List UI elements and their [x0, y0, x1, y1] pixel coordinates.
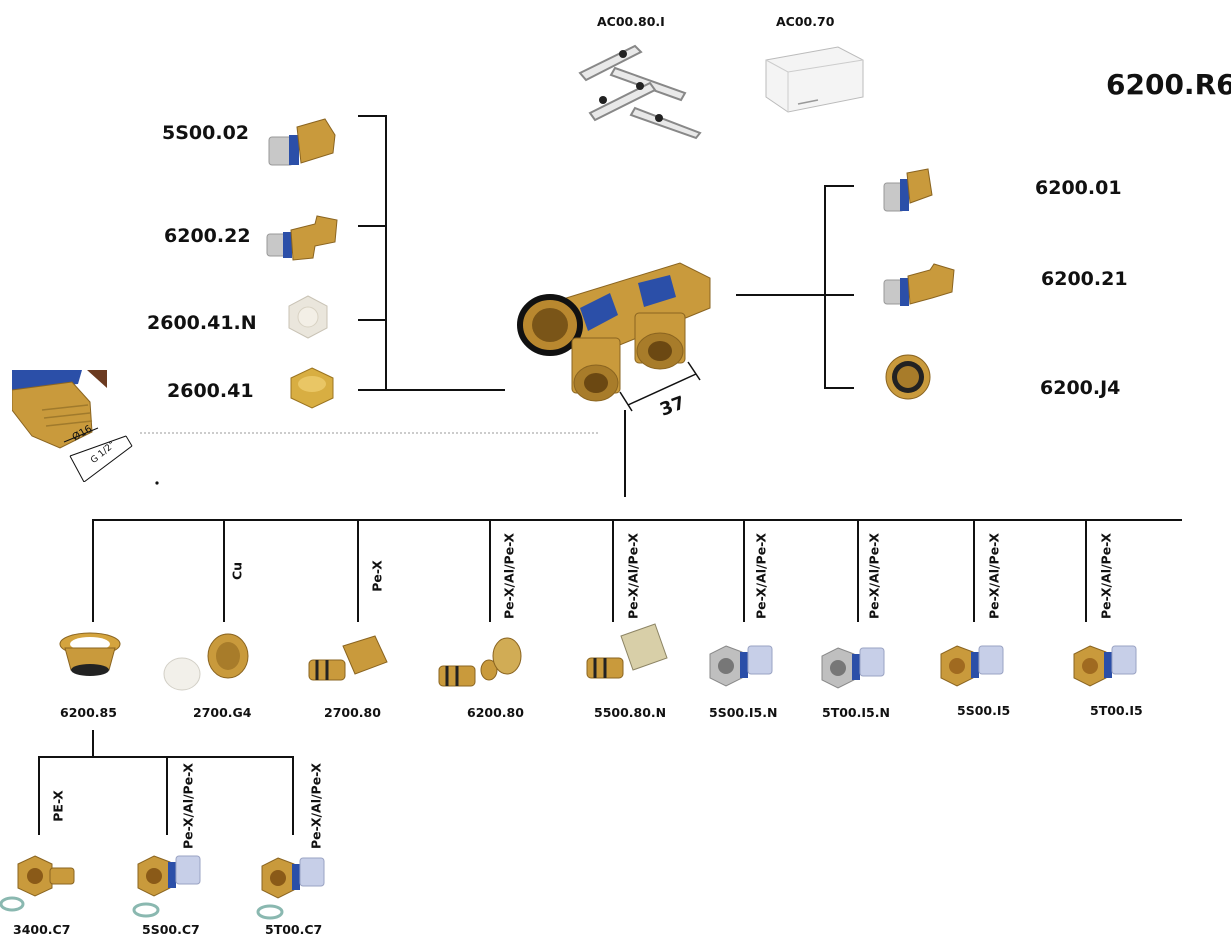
right-label-6200j4: 6200.J4 [1040, 377, 1121, 399]
straight-connector-image [883, 168, 933, 212]
nickel-compression-image [586, 623, 668, 679]
left-label-5s0002: 5S00.02 [162, 122, 250, 144]
adapter-5s00c7-image [132, 855, 201, 918]
pipe-label-5t00i5: Pe-X/Al/Pe-X [1098, 533, 1114, 619]
pipe-label-270080: Pe-X [369, 560, 385, 592]
code-5t00c7: 5T00.C7 [265, 922, 323, 937]
thread-detail-image [12, 370, 133, 482]
pipe-label-5s00i5n: Pe-X/Al/Pe-X [753, 533, 769, 619]
code-5s00i5n: 5S00.I5.N [709, 705, 778, 720]
pipe-label-2700g4: Cu [229, 561, 245, 581]
press-fitting-straight-image [268, 118, 336, 166]
brass-press-s-image [940, 645, 1004, 687]
code-620080: 6200.80 [467, 705, 524, 720]
nickel-press-t-n-image [821, 647, 885, 689]
nickel-press-n-image [709, 645, 773, 687]
pipe-label-5s00i5: Pe-X/Al/Pe-X [986, 533, 1002, 619]
code-5t00i5: 5T00.I5 [1090, 703, 1143, 718]
code-270080: 2700.80 [324, 705, 381, 720]
code-3400c7: 3400.C7 [13, 922, 71, 937]
code-5s00c7: 5S00.C7 [142, 922, 200, 937]
press-fitting-elbow-image [266, 215, 338, 261]
left-label-260041: 2600.41 [167, 380, 254, 402]
copper-compression-image [163, 633, 249, 691]
multilayer-compression-image [438, 637, 522, 687]
code-620085: 6200.85 [60, 705, 117, 720]
brass-cap-image [290, 367, 334, 409]
code-550080n: 5500.80.N [594, 705, 667, 720]
pipe-label-620080: Pe-X/Al/Pe-X [501, 533, 517, 619]
adapter-5t00c7-image [256, 857, 325, 920]
product-title: 6200.R6 [1106, 68, 1231, 101]
nipple-adapter-image [885, 354, 931, 400]
pipe-label-5t00c7: Pe-X/Al/Pe-X [308, 763, 324, 849]
mounting-brackets-image [578, 44, 702, 140]
left-label-260041n: 2600.41.N [147, 312, 257, 334]
adapter-3400c7-image [0, 855, 75, 912]
eurocone-adapter-image [59, 632, 121, 676]
pipe-label-550080n: Pe-X/Al/Pe-X [625, 533, 641, 619]
pipe-label-5t00i5n: Pe-X/Al/Pe-X [866, 533, 882, 619]
pex-compression-image [308, 635, 388, 681]
elbow-connector-image [883, 263, 955, 306]
accessory-label-ac0070: AC00.70 [776, 14, 835, 29]
accessory-label-ac0080i: AC00.80.I [597, 14, 665, 29]
code-5s00i5: 5S00.I5 [957, 703, 1011, 718]
pipe-label-5s00c7: Pe-X/Al/Pe-X [180, 763, 196, 849]
plastic-cap-image [288, 295, 328, 339]
code-5t00i5n: 5T00.I5.N [822, 705, 890, 720]
code-2700g4: 2700.G4 [193, 705, 252, 720]
manifold-image [517, 262, 711, 402]
right-label-620001: 6200.01 [1035, 177, 1122, 199]
pipe-label-3400c7: PE-X [50, 790, 66, 822]
right-label-620021: 6200.21 [1041, 268, 1128, 290]
left-label-620022: 6200.22 [164, 225, 251, 247]
brass-press-t-image [1073, 645, 1137, 687]
cabinet-box-image [765, 46, 864, 113]
